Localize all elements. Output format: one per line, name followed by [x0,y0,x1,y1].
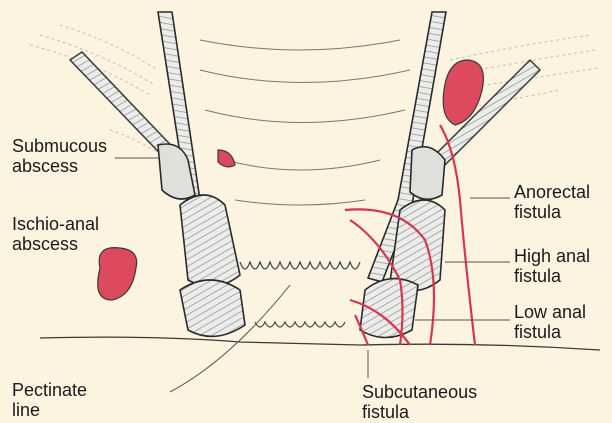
label-anorectal-fistula: Anorectal fistula [514,182,590,222]
rectal-lumen-folds [200,40,410,205]
label-subcutaneous-fistula: Subcutaneous fistula [362,382,477,422]
label-ischio-anal-abscess: Ischio-anal abscess [12,214,99,254]
label-submucous-abscess: Submucous abscess [12,136,107,176]
pectinate-line-scallops [240,262,360,327]
submucous-abscess-shape [218,150,235,167]
label-pectinate-line: Pectinate line [12,380,87,420]
label-high-anal-fistula: High anal fistula [514,246,590,286]
ischio-anal-abscess-shape [98,248,137,300]
label-low-anal-fistula: Low anal fistula [514,302,586,342]
left-sphincter [158,144,245,336]
